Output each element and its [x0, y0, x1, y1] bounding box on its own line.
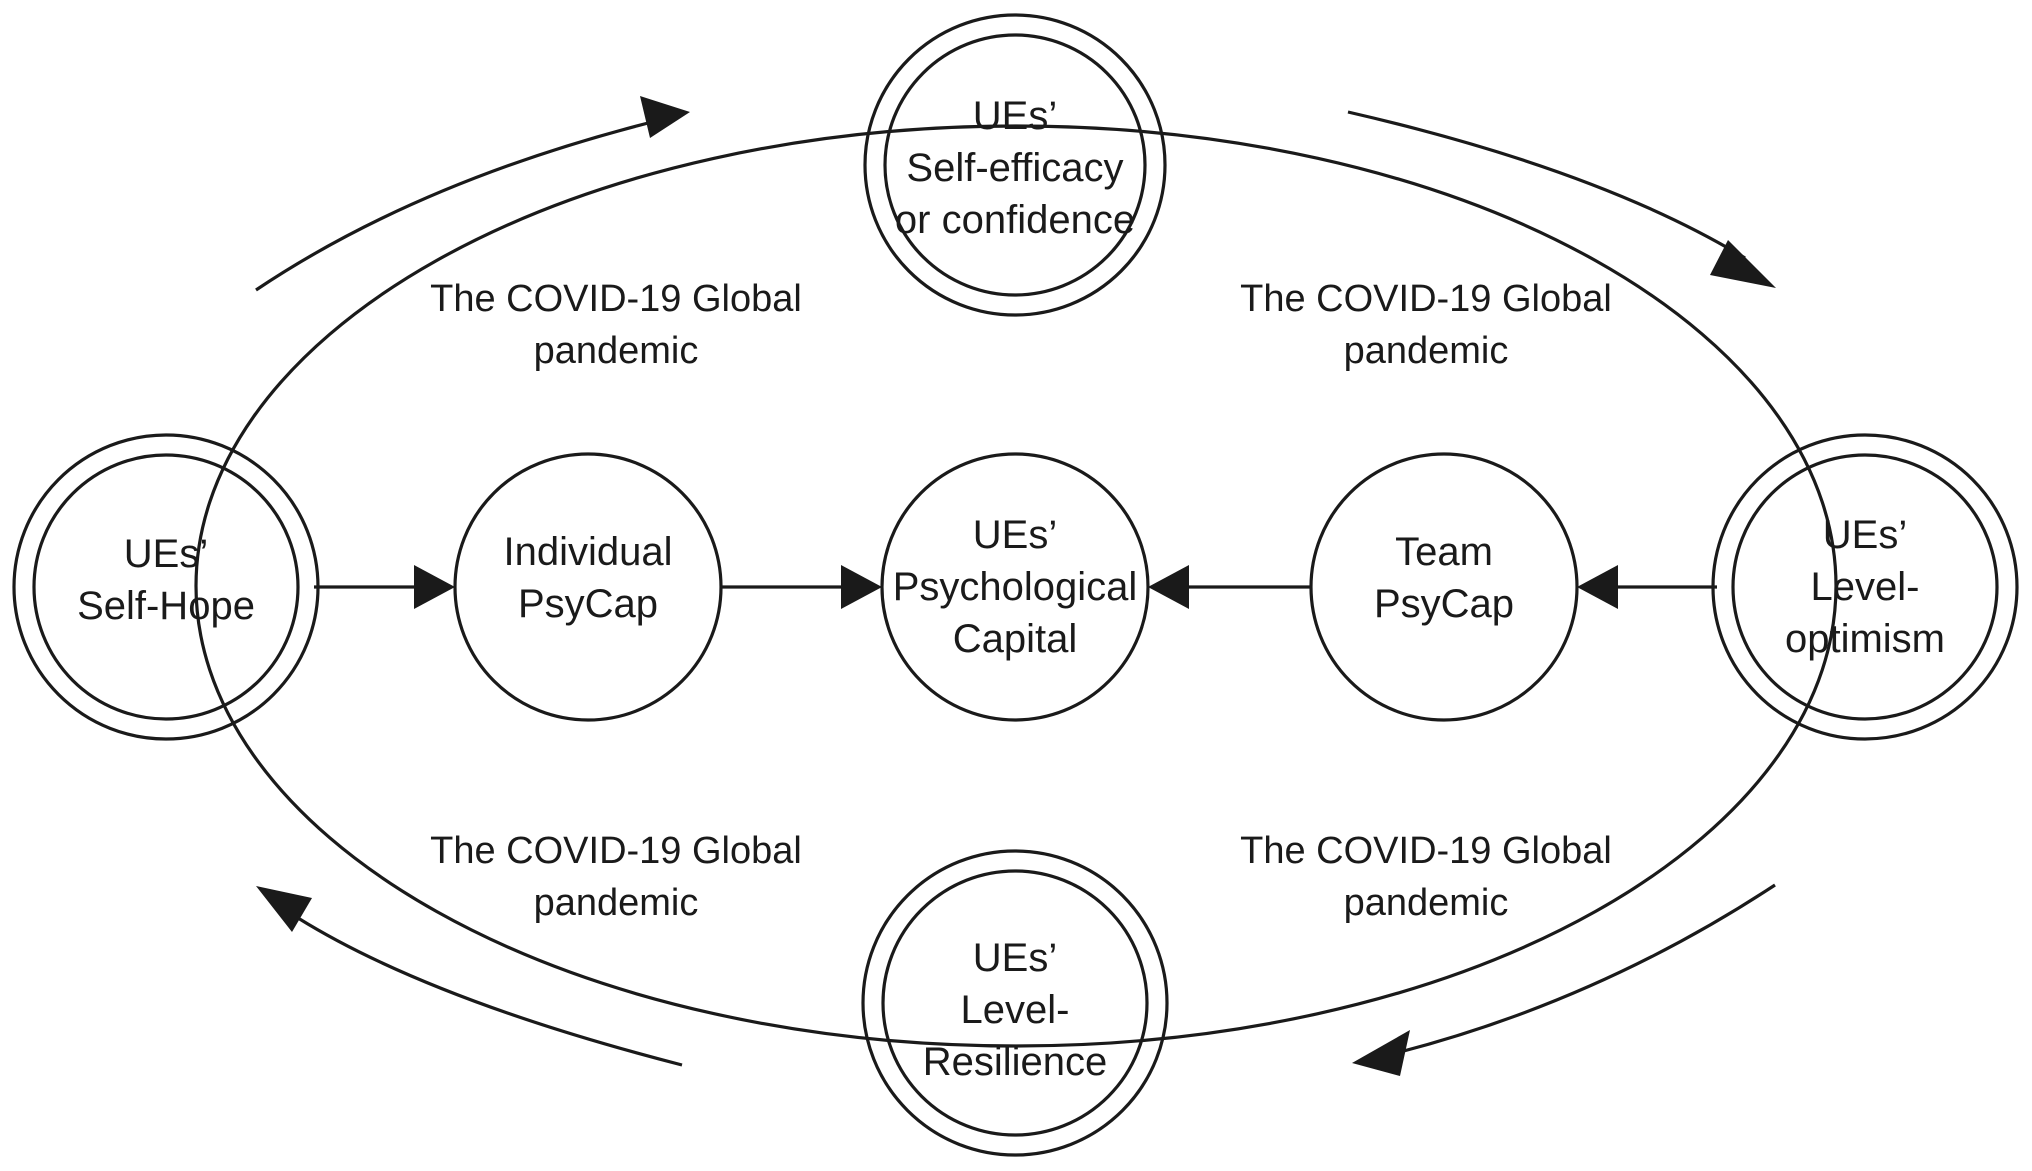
node-self-hope-line1: UEs’ [123, 532, 209, 576]
context-label-bottom-right-line2: pandemic [1343, 882, 1509, 924]
context-label-bottom-right-line1: The COVID-19 Global [1240, 830, 1612, 872]
arrowhead-bottom-left [256, 886, 312, 932]
arrowhead-top-left [640, 96, 690, 138]
context-label-top-left-line1: The COVID-19 Global [430, 278, 802, 320]
node-team-psycap-line2: PsyCap [1373, 582, 1515, 626]
node-level-optimism-line1: UEs’ [1822, 513, 1908, 557]
node-team-psycap-label: Team PsyCap [1374, 526, 1514, 630]
curved-arrow-top-left [255, 118, 661, 292]
node-psychological-capital-line3: Capital [952, 617, 1078, 661]
arrowhead-optimism-to-team [1577, 565, 1618, 609]
cycle-ellipse [194, 124, 1838, 1048]
node-psychological-capital-label: UEs’ Psychological Capital [893, 509, 1138, 665]
context-label-bottom-left-line2: pandemic [533, 882, 699, 924]
context-label-top-left: The COVID-19 Global pandemic [430, 273, 802, 377]
node-psychological-capital-line1: UEs’ [972, 513, 1058, 557]
arrowhead-bottom-right [1352, 1030, 1410, 1076]
node-self-efficacy-line1: UEs’ [972, 94, 1058, 138]
node-team-psycap-line1: Team [1395, 530, 1493, 574]
node-individual-psycap-line2: PsyCap [517, 582, 659, 626]
node-level-resilience-label: UEs’ Level- Resilience [923, 932, 1108, 1088]
node-self-efficacy-line3: or confidence [894, 198, 1136, 242]
node-level-resilience-line3: Resilience [922, 1040, 1108, 1084]
node-self-efficacy-label: UEs’ Self-efficacy or confidence [895, 90, 1135, 246]
node-psychological-capital-line2: Psychological [892, 565, 1138, 609]
node-level-optimism-label: UEs’ Level- optimism [1785, 509, 1945, 665]
node-level-resilience-line2: Level- [960, 988, 1070, 1032]
curved-arrow-top-right [1347, 110, 1746, 260]
node-self-hope-line2: Self-Hope [77, 584, 255, 628]
arrowhead-top-right [1710, 240, 1776, 288]
curved-arrow-bottom-right [1399, 883, 1776, 1054]
node-level-optimism-line2: Level- [1810, 565, 1920, 609]
context-label-bottom-left-line1: The COVID-19 Global [430, 830, 802, 872]
node-individual-psycap-label: Individual PsyCap [503, 526, 672, 630]
curved-arrow-bottom-left [297, 916, 683, 1067]
arrowhead-team-to-capital [1148, 565, 1189, 609]
node-level-resilience-circle [861, 849, 1169, 1157]
arrowhead-individual-to-capital [841, 565, 882, 609]
context-label-bottom-left: The COVID-19 Global pandemic [430, 825, 802, 929]
context-label-top-right-line1: The COVID-19 Global [1240, 278, 1612, 320]
node-level-resilience-line1: UEs’ [972, 936, 1058, 980]
node-level-optimism-line3: optimism [1784, 617, 1946, 661]
arrowhead-self-hope-to-individual [414, 565, 455, 609]
node-self-efficacy-line2: Self-efficacy [906, 146, 1124, 190]
node-self-hope-label: UEs’ Self-Hope [77, 528, 255, 632]
context-label-bottom-right: The COVID-19 Global pandemic [1240, 825, 1612, 929]
context-label-top-right: The COVID-19 Global pandemic [1240, 273, 1612, 377]
context-label-top-left-line2: pandemic [533, 330, 699, 372]
node-individual-psycap-line1: Individual [503, 530, 673, 574]
node-self-efficacy-circle [863, 13, 1167, 317]
context-label-top-right-line2: pandemic [1343, 330, 1509, 372]
